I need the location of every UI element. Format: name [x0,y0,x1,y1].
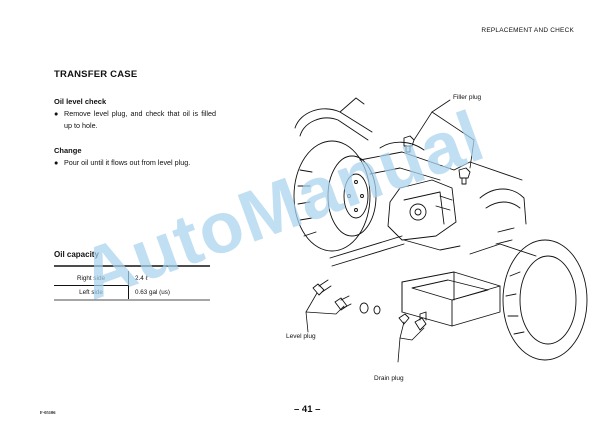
drain-plug-label: Drain plug [374,375,404,382]
filler-plug-label: Filler plug [453,94,482,101]
capacity-row-label: Right side [54,271,129,286]
table-row: Left side 0.63 gal (us) [54,285,210,299]
table-row: Right side 2.4 ℓ [54,271,210,286]
bullet-icon: ● [54,158,59,167]
capacity-row-value: 2.4 ℓ [135,275,148,283]
section-title: TRANSFER CASE [54,69,138,80]
change-step: ● Pour oil until it flows out from level… [54,157,216,169]
oil-capacity-heading: Oil capacity [54,250,99,259]
change-text: Pour oil until it flows out from level p… [64,158,191,167]
page-number: – 41 – [294,404,321,415]
oil-level-check-heading: Oil level check [54,97,107,106]
oil-level-check-text: Remove level plug, and check that oil is… [64,109,216,130]
oil-level-check-step: ● Remove level plug, and check that oil … [54,108,216,131]
change-heading: Change [54,146,82,155]
document-code: F-05106 [40,410,56,415]
capacity-row-label: Left side [54,285,129,299]
bullet-icon: ● [54,109,59,118]
running-header: REPLACEMENT AND CHECK [481,27,574,34]
level-plug-label: Level plug [286,333,316,340]
capacity-row-value: 0.63 gal (us) [135,288,171,296]
oil-capacity-table: Right side 2.4 ℓ Left side 0.63 gal (us) [54,271,210,299]
